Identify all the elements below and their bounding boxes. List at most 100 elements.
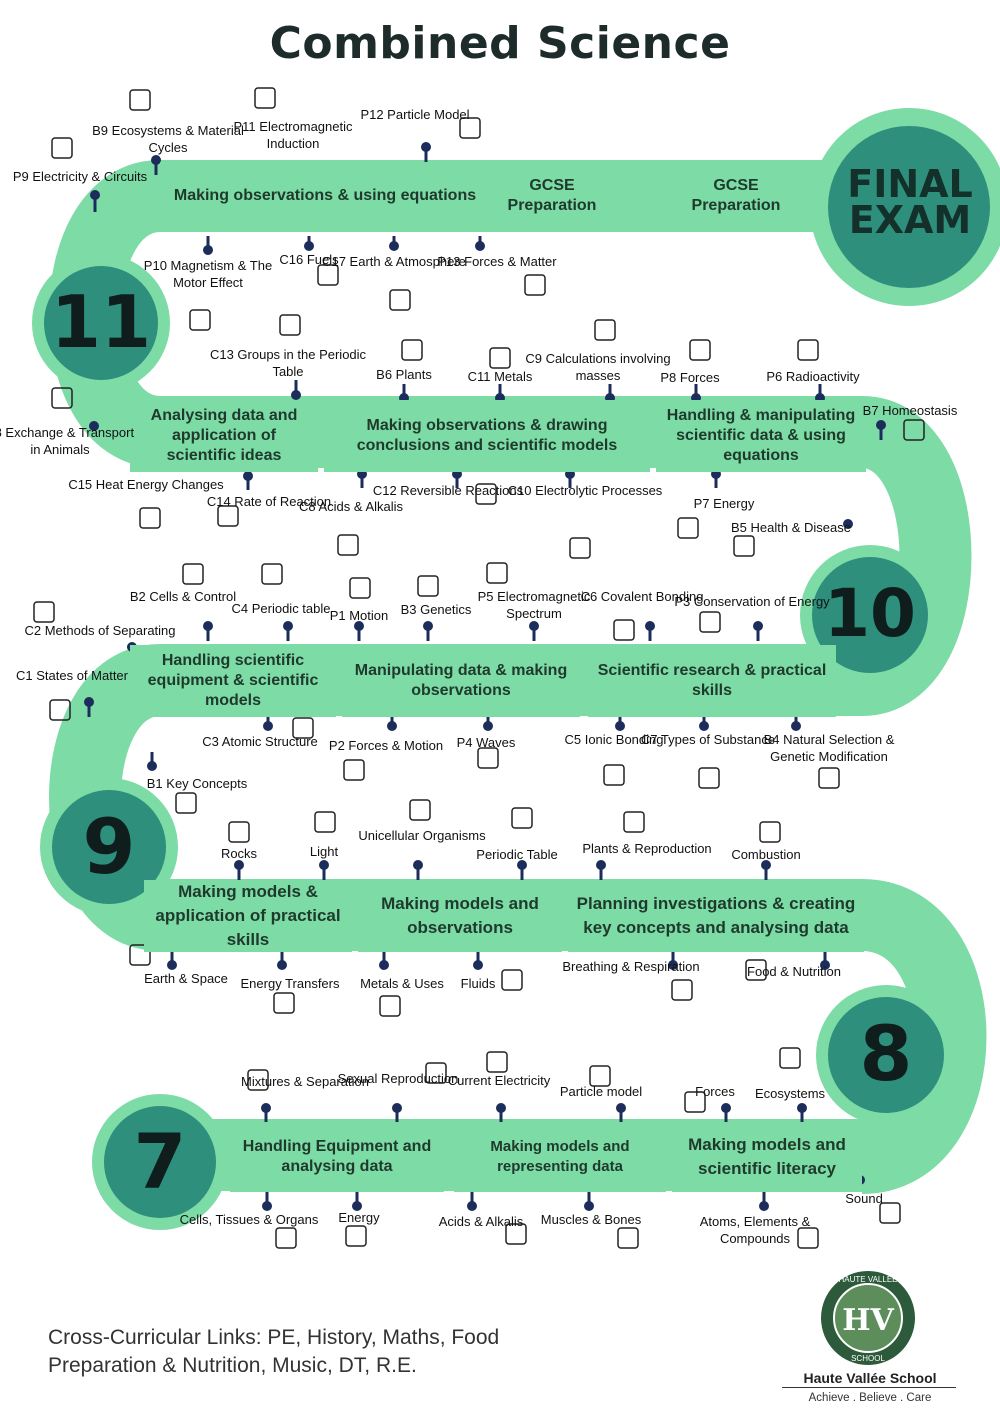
topic-icon xyxy=(337,534,359,556)
topic-pin-dot xyxy=(761,860,771,870)
final-line-2: EXAM xyxy=(848,198,972,242)
topic-icon xyxy=(273,992,295,1014)
topic-label: Energy xyxy=(338,1210,380,1225)
topic-pin-dot xyxy=(423,621,433,631)
topic-icon xyxy=(182,563,204,585)
topic-icon xyxy=(684,1091,706,1113)
topic-label: B6 Plants xyxy=(376,367,432,382)
topic-pin-dot xyxy=(277,960,287,970)
topic-label: C17 Earth & Atmosphere xyxy=(322,254,466,269)
year-10-number: 10 xyxy=(824,575,916,652)
gcse-label-1: GCSE Preparation xyxy=(507,177,597,214)
topic-pins xyxy=(84,142,886,1211)
topic-pin-dot xyxy=(596,860,606,870)
topic-icon xyxy=(175,792,197,814)
topic-label: B7 Homeostasis xyxy=(862,403,958,418)
topic-pin-dot xyxy=(283,621,293,631)
topic-pin-dot xyxy=(84,697,94,707)
topic-icon xyxy=(617,1227,639,1249)
year-11-number: 11 xyxy=(50,280,152,364)
topic-label: Energy Transfers xyxy=(240,976,340,991)
topic-icon xyxy=(317,264,339,286)
topic-pin-dot xyxy=(721,1103,731,1113)
topic-label: C4 Periodic table xyxy=(231,601,331,616)
topic-label: P8 Forces xyxy=(660,370,720,385)
band-y9-1: Making models & application of practical… xyxy=(144,880,352,952)
topic-pin-dot xyxy=(668,960,678,970)
topic-label: C10 Electrolytic Processes xyxy=(507,483,663,498)
topic-pin-dot xyxy=(876,420,886,430)
badge-hv: HV xyxy=(842,1303,894,1338)
band-y11-1: Making observations & using equations xyxy=(160,162,490,230)
topic-label: P12 Particle Model xyxy=(360,107,470,122)
topic-icon xyxy=(345,1225,367,1247)
topic-pin-dot xyxy=(352,1201,362,1211)
topic-pin-dot xyxy=(584,1201,594,1211)
topic-label: Metals & Uses xyxy=(360,976,444,991)
topic-icon xyxy=(524,274,546,296)
topic-pin-dot xyxy=(203,245,213,255)
topic-icon xyxy=(486,562,508,584)
topic-label: C15 Heat Energy Changes xyxy=(68,477,224,492)
topic-label: P3 Conservation of Energy xyxy=(674,594,830,609)
topic-label: P13 Forces & Matter xyxy=(437,254,557,269)
topic-pin-dot xyxy=(263,721,273,731)
topic-icon xyxy=(51,387,73,409)
topic-icon xyxy=(425,1062,447,1084)
topic-pin-dot xyxy=(791,721,801,731)
year-9-number: 9 xyxy=(82,802,136,891)
band-y9-2: Making models and observations xyxy=(358,880,562,952)
topic-icon xyxy=(623,811,645,833)
school-divider xyxy=(782,1387,956,1388)
topic-label: Muscles & Bones xyxy=(540,1212,642,1227)
band-gcse-1: GCSE Preparation xyxy=(498,162,670,230)
topic-pin-dot xyxy=(387,721,397,731)
topic-label: P11 Electromagnetic Induction xyxy=(233,119,353,151)
topic-pin-dot xyxy=(147,761,157,771)
topic-label: P10 Magnetism & The Motor Effect xyxy=(143,258,273,290)
band-y10-2: Manipulating data & making observations xyxy=(342,645,580,717)
topic-icon xyxy=(409,799,431,821)
topic-icon xyxy=(689,339,711,361)
topic-pin-dot xyxy=(473,960,483,970)
topic-icon xyxy=(501,969,523,991)
topic-icon xyxy=(279,314,301,336)
gcse-label-2: GCSE Preparation xyxy=(691,177,781,214)
topic-icon xyxy=(139,507,161,529)
band-y7-3: Making models and scientific literacy xyxy=(672,1122,862,1192)
final-exam-label: FINAL EXAM xyxy=(845,165,975,242)
band-y7-1: Handling Equipment and analysing data xyxy=(230,1122,444,1192)
topic-icon xyxy=(129,944,151,966)
badge-bottom: SCHOOL xyxy=(851,1354,885,1363)
school-motto: Achieve . Believe . Care xyxy=(808,1392,932,1404)
topic-pin-dot xyxy=(291,390,301,400)
topic-icon xyxy=(477,747,499,769)
topic-label: Rocks xyxy=(220,846,258,861)
topic-label: B3 Genetics xyxy=(400,602,472,617)
topic-icon xyxy=(189,309,211,331)
topic-pin-dot xyxy=(319,860,329,870)
topic-label: Breathing & Respiration xyxy=(562,959,700,974)
topic-icon xyxy=(475,483,497,505)
band-gcse-2: GCSE Preparation xyxy=(676,162,826,230)
topic-icon xyxy=(417,575,439,597)
badge-top: HAUTE VALLEE xyxy=(839,1275,898,1284)
topic-label: Light xyxy=(309,844,339,859)
band-y10-3: Scientific research & practical skills xyxy=(588,645,836,717)
topic-label: P1 Motion xyxy=(329,608,389,623)
year-7-inner xyxy=(104,1106,216,1218)
topic-pin-dot xyxy=(261,1103,271,1113)
topic-pin-dot xyxy=(379,960,389,970)
topic-label: Earth & Space xyxy=(144,971,228,986)
topic-icon xyxy=(314,811,336,833)
topic-icon xyxy=(903,419,925,441)
topic-icon xyxy=(401,339,423,361)
topic-pin-dot xyxy=(392,1103,402,1113)
topic-pin-dot xyxy=(413,860,423,870)
band-y9-3: Planning investigations & creating key c… xyxy=(568,880,864,952)
topic-pin-dot xyxy=(753,621,763,631)
topic-pin-dot xyxy=(467,1201,477,1211)
topic-icon xyxy=(797,1227,819,1249)
topic-icon xyxy=(797,339,819,361)
